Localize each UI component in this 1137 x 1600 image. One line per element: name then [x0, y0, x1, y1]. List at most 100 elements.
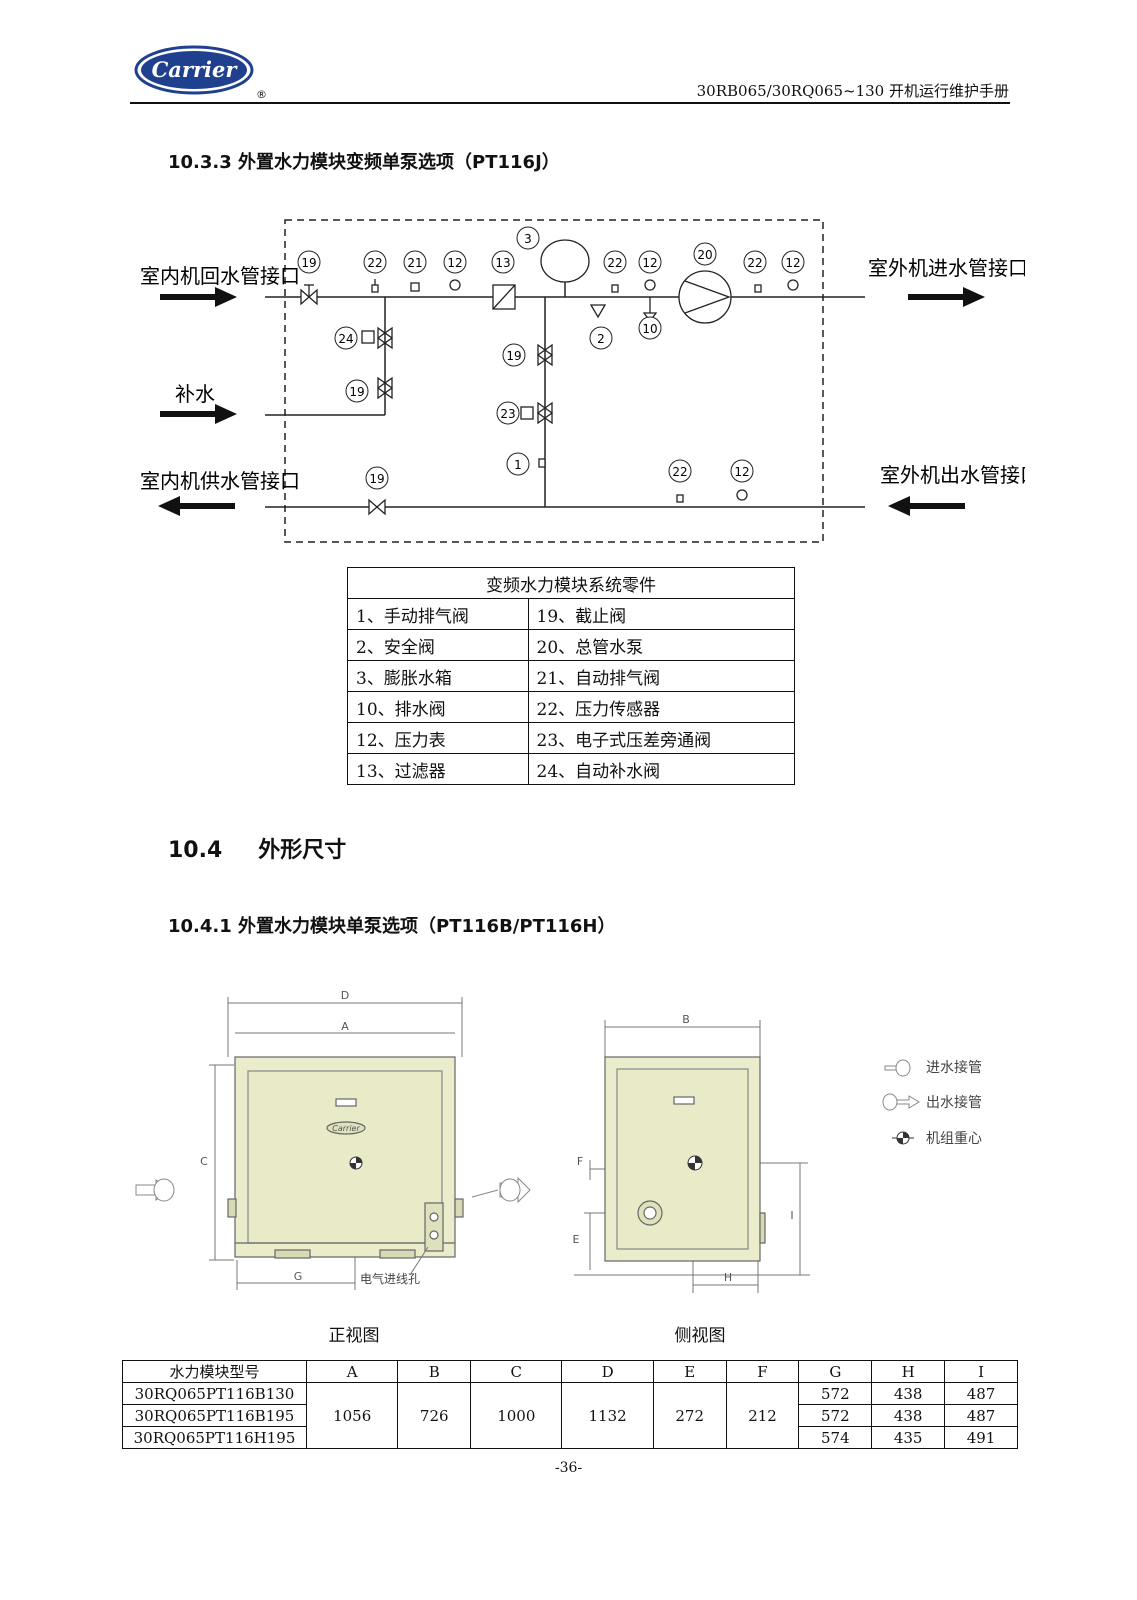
legend-water-out: 出水接管: [926, 1094, 982, 1111]
expansion-tank-3-icon: [540, 239, 590, 283]
cell-text: 491: [944, 1426, 1018, 1449]
section-number: 10.4: [168, 838, 223, 863]
parts-table-caption: 变频水力模块系统零件: [347, 567, 795, 599]
cell-text: 438: [871, 1404, 946, 1427]
dim-i: I: [790, 1209, 793, 1222]
cell-text: 1132: [561, 1382, 654, 1449]
port-indoor-supply: 室内机供水管接口: [140, 469, 300, 493]
flow-arrows: [158, 287, 985, 516]
stop-valve-19b-icon: [376, 376, 394, 400]
cell-text: 574: [798, 1426, 873, 1449]
cell-text: G: [798, 1360, 873, 1383]
cell-text: H: [871, 1360, 946, 1383]
side-view-caption: 侧视图: [675, 1326, 726, 1346]
tag: 22: [668, 459, 692, 483]
tag: 3: [516, 226, 540, 250]
pressure-gauge-12d-icon: [736, 489, 748, 501]
cell-text: E: [652, 1360, 727, 1383]
cell-text: 12: [785, 256, 800, 270]
cell-text: 21: [407, 256, 422, 270]
legend-cog: 机组重心: [926, 1131, 982, 1147]
cell-text: 19: [369, 472, 384, 486]
cell-text: 2: [597, 332, 605, 346]
cell-text: 12、压力表: [347, 722, 529, 754]
cell-text: 22: [672, 465, 687, 479]
dim-c: C: [200, 1155, 208, 1168]
cell-text: 30RQ065PT116B195: [122, 1404, 307, 1427]
cell-text: 487: [944, 1382, 1018, 1405]
cell-text: I: [944, 1360, 1018, 1383]
cell-text: 19: [506, 349, 521, 363]
cell-text: D: [561, 1360, 654, 1383]
hydraulic-schematic: 室内机回水管接口 补水 室内机供水管接口 室外机进水管接口 室外机出水管接口 1…: [140, 219, 1025, 543]
auto-air-vent-21-icon: [410, 282, 420, 292]
cell-text: 22: [607, 256, 622, 270]
tag: 12: [443, 250, 467, 274]
tag: 19: [345, 379, 369, 403]
cell-text: F: [725, 1360, 800, 1383]
cell-text: 438: [871, 1382, 946, 1405]
cell-text: 3、膨胀水箱: [347, 660, 529, 692]
cell-text: 24: [338, 332, 353, 346]
valve-actuator-24-icon: [361, 330, 375, 344]
cell-text: 12: [447, 256, 462, 270]
table-row: 30RQ065PT116B195 572 438 487: [122, 1404, 1018, 1427]
tag: 13: [491, 250, 515, 274]
section-heading-10-3-3: 10.3.3 外置水力模块变频单泵选项（PT116J）: [168, 152, 560, 173]
cell-text: C: [470, 1360, 563, 1383]
arrow-outdoor-out-icon: [888, 496, 965, 516]
cell-text: 1000: [470, 1382, 563, 1449]
logo-text: Carrier: [152, 57, 239, 82]
cell-text: 22、压力传感器: [527, 691, 796, 723]
cell-text: 487: [944, 1404, 1018, 1427]
port-outdoor-in: 室外机进水管接口: [868, 256, 1025, 280]
dimension-drawings: D A C G Carrier 电气进线孔: [135, 989, 982, 1346]
cell-text: 30RQ065PT116H195: [122, 1426, 307, 1449]
cell-text: 12: [734, 465, 749, 479]
pressure-gauge-12-icon: [449, 279, 461, 291]
cell-text: 19、截止阀: [527, 598, 796, 630]
tag: 19: [502, 343, 526, 367]
cell-text: 272: [652, 1382, 727, 1449]
dim-f: F: [577, 1155, 583, 1168]
manual-title: 30RB065/30RQ065~130 开机运行维护手册: [696, 82, 1009, 100]
legend-water-in: 进水接管: [926, 1059, 982, 1076]
table-row: 30RQ065PT116H195 574 435 491: [122, 1426, 1018, 1449]
table-header-row: 水力模块型号 A B C D E F G H I: [122, 1360, 1018, 1383]
cell-text: 1: [514, 458, 522, 472]
page-number: -36-: [554, 1460, 583, 1476]
cell-text: 19: [349, 385, 364, 399]
dim-h: H: [724, 1271, 732, 1284]
cell-text: 20、总管水泵: [527, 629, 796, 661]
stop-valve-19d-icon: [368, 498, 386, 516]
pressure-sensor-22c-icon: [754, 284, 762, 293]
cell-text: 572: [798, 1404, 873, 1427]
front-logo: Carrier: [332, 1124, 360, 1133]
tag: 1: [506, 452, 530, 476]
cell-text: 2、安全阀: [347, 629, 529, 661]
tag: 19: [297, 250, 321, 274]
cell-text: 30RQ065PT116B130: [122, 1382, 307, 1405]
cell-text: 13: [495, 256, 510, 270]
tag: 22: [603, 250, 627, 274]
water-out-fitting-icon: [499, 1178, 521, 1202]
pressure-sensor-22b-icon: [611, 284, 619, 293]
auto-makeup-valve-24-icon: [376, 326, 394, 350]
front-view-caption: 正视图: [329, 1326, 380, 1346]
cog-icon-front: [349, 1156, 363, 1170]
cell-text: 572: [798, 1382, 873, 1405]
cell-text: 24、自动补水阀: [527, 753, 796, 785]
valve-actuator-23-icon: [520, 406, 534, 420]
cell-text: 19: [301, 256, 316, 270]
tag: 12: [638, 250, 662, 274]
table-row: 30RQ065PT116B130 1056 726 1000 1132 272 …: [122, 1382, 1018, 1449]
cog-icon-side: [687, 1155, 703, 1171]
cell-text: A: [305, 1360, 399, 1383]
cell-text: 12: [642, 256, 657, 270]
